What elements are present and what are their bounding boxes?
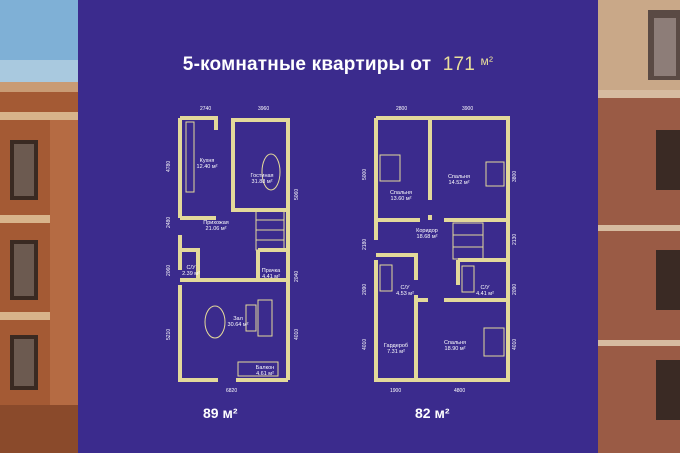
title-text: 5-комнатные квартиры от [182,54,432,75]
dim-right-3: 4010 [294,328,300,340]
dim-bottom-1: 1900 [390,388,402,394]
dim-right-3: 2090 [512,283,518,295]
dim-top-1: 2740 [200,106,212,112]
title-area-value: 171 [442,54,476,75]
dim-left-3: 2090 [362,283,368,295]
dim-left-1: 4780 [166,160,172,172]
dim-right-4: 4010 [512,338,518,350]
dim-right-2: 2040 [294,270,300,282]
dim-top-2: 3900 [462,106,474,112]
dim-left-3: 2060 [166,264,172,276]
dim-left-2: 2180 [362,238,368,250]
dim-left-4: 5210 [166,328,172,340]
plan-2-area: 82 м² [415,405,450,421]
plan-1-area: 89 м² [203,405,238,421]
dim-right-1: 5060 [294,188,300,200]
dim-top-1: 2800 [396,106,408,112]
dim-left-4: 4010 [362,338,368,350]
building-facade-right [598,0,680,453]
title-area-unit: м² [480,54,494,68]
page-title: 5-комнатные квартиры от 171 м² [78,54,598,76]
dim-bottom-1: 6820 [226,388,238,394]
dim-right-1: 3800 [512,170,518,182]
building-facade-left [0,0,78,453]
dim-top-2: 3960 [258,106,270,112]
dim-left-2: 2480 [166,216,172,228]
content-panel: 5-комнатные квартиры от 171 м² [78,0,598,453]
title-area: 171 м² [443,54,493,75]
dim-right-2: 2130 [512,233,518,245]
dim-bottom-2: 4800 [454,388,466,394]
dim-left-1: 5000 [362,168,368,180]
